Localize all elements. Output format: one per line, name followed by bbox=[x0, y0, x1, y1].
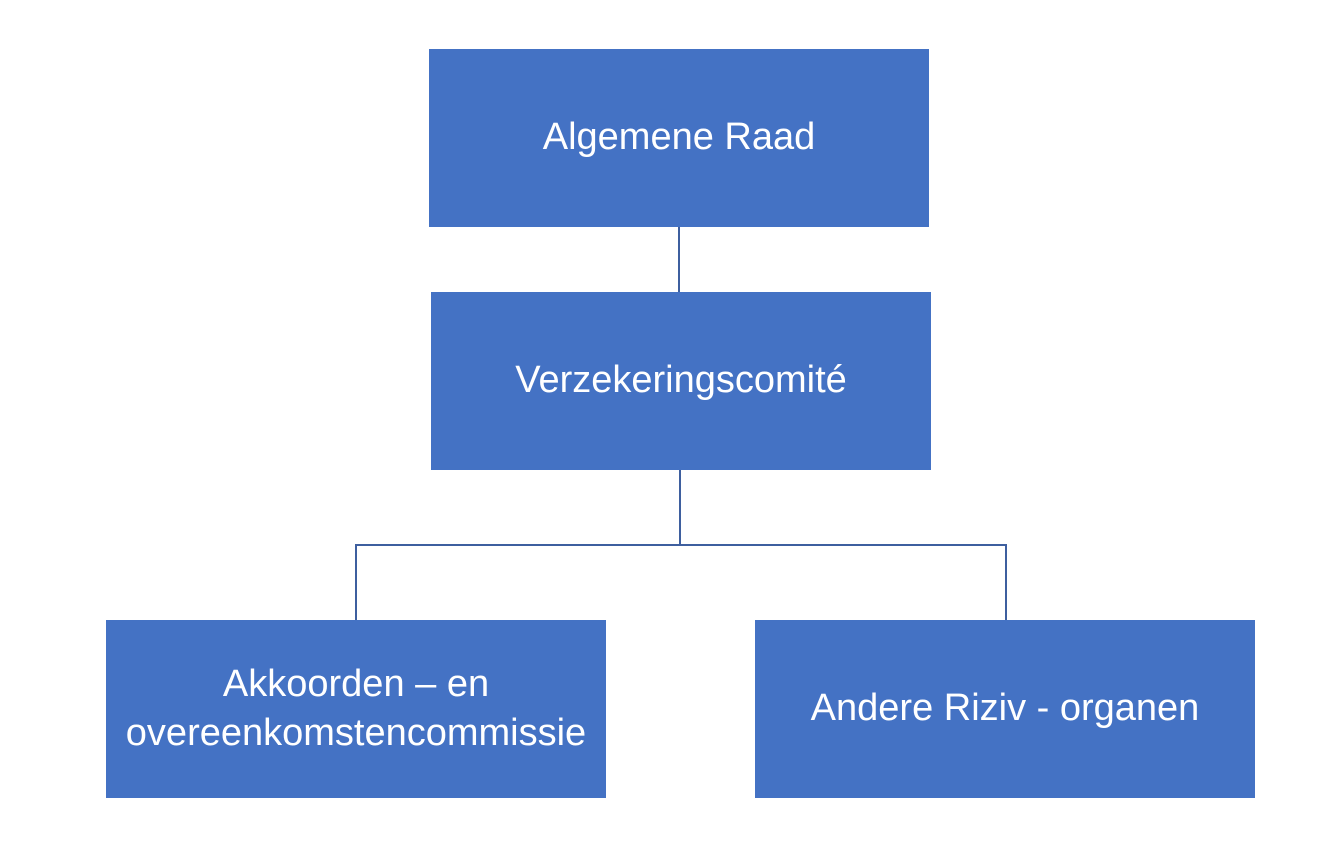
connector-crossbar bbox=[355, 544, 1007, 546]
org-node-akkoorden-en-overeenkomstencommissie[interactable]: Akkoorden – en overeenkomstencommissie bbox=[106, 620, 606, 798]
org-node-algemene-raad[interactable]: Algemene Raad bbox=[429, 49, 929, 227]
org-node-label: Andere Riziv - organen bbox=[810, 687, 1200, 730]
org-node-label: Akkoorden – en overeenkomstencommissie bbox=[125, 662, 587, 754]
connector-drop-left bbox=[355, 544, 357, 620]
org-node-label: Verzekeringscomité bbox=[515, 359, 847, 402]
org-node-label: Algemene Raad bbox=[542, 116, 816, 159]
connector-drop-right bbox=[1005, 544, 1007, 620]
org-node-andere-riziv-organen[interactable]: Andere Riziv - organen bbox=[755, 620, 1255, 798]
connector-comite-stem bbox=[679, 470, 681, 545]
org-node-verzekeringscomite[interactable]: Verzekeringscomité bbox=[431, 292, 931, 470]
connector-raad-to-comite bbox=[678, 227, 680, 292]
